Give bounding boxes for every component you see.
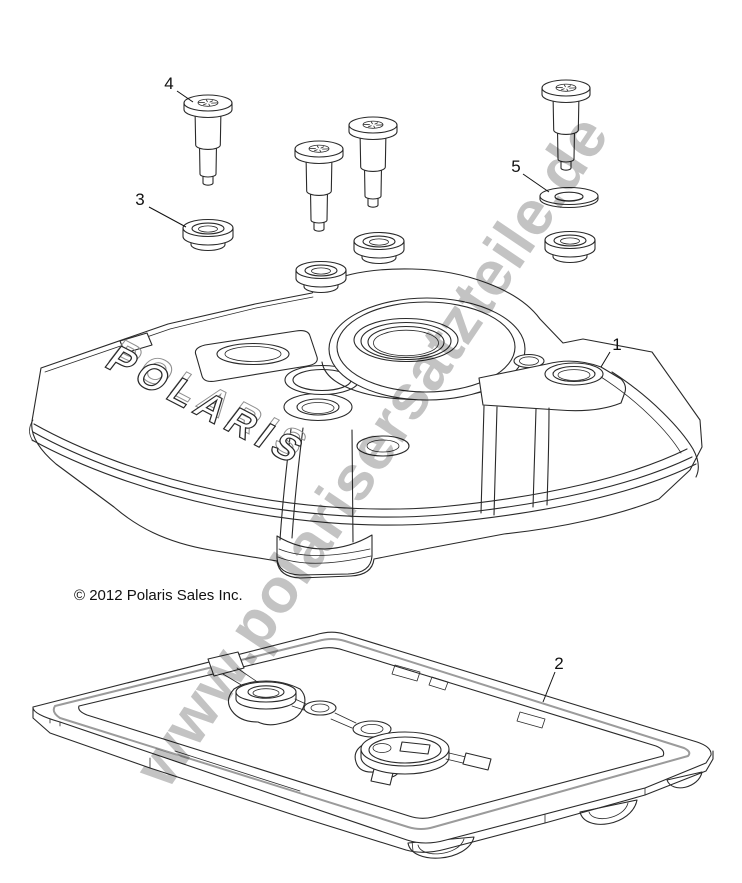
callout-2: 2 <box>542 654 564 703</box>
callout-4: 4 <box>164 74 194 103</box>
valve-cover-drawing: POLARIS POLARIS <box>29 268 703 579</box>
gasket-drawing <box>32 631 714 859</box>
callout-1: 1 <box>600 335 622 368</box>
leader-line-2 <box>542 671 556 703</box>
callout-3: 3 <box>135 190 187 228</box>
leader-line-1 <box>600 351 611 368</box>
callouts: 1 2 3 4 5 <box>135 74 622 703</box>
callout-label-4: 4 <box>164 74 173 93</box>
bolt-drawing-3 <box>348 116 398 208</box>
leader-line-5 <box>522 173 550 193</box>
grommet-drawing-3 <box>353 231 405 265</box>
callout-label-3: 3 <box>135 190 144 209</box>
callout-5: 5 <box>511 157 550 193</box>
callout-label-1: 1 <box>612 335 621 354</box>
grommet-drawing-1 <box>182 218 234 252</box>
bolt-drawing-2 <box>294 140 344 232</box>
leader-line-4 <box>176 90 194 103</box>
washer-drawing <box>539 186 599 209</box>
copyright-text: © 2012 Polaris Sales Inc. <box>74 587 243 604</box>
leader-line-3 <box>148 206 187 228</box>
callout-label-2: 2 <box>554 654 563 673</box>
callout-label-5: 5 <box>511 157 520 176</box>
bolt-drawing-1 <box>183 94 233 186</box>
